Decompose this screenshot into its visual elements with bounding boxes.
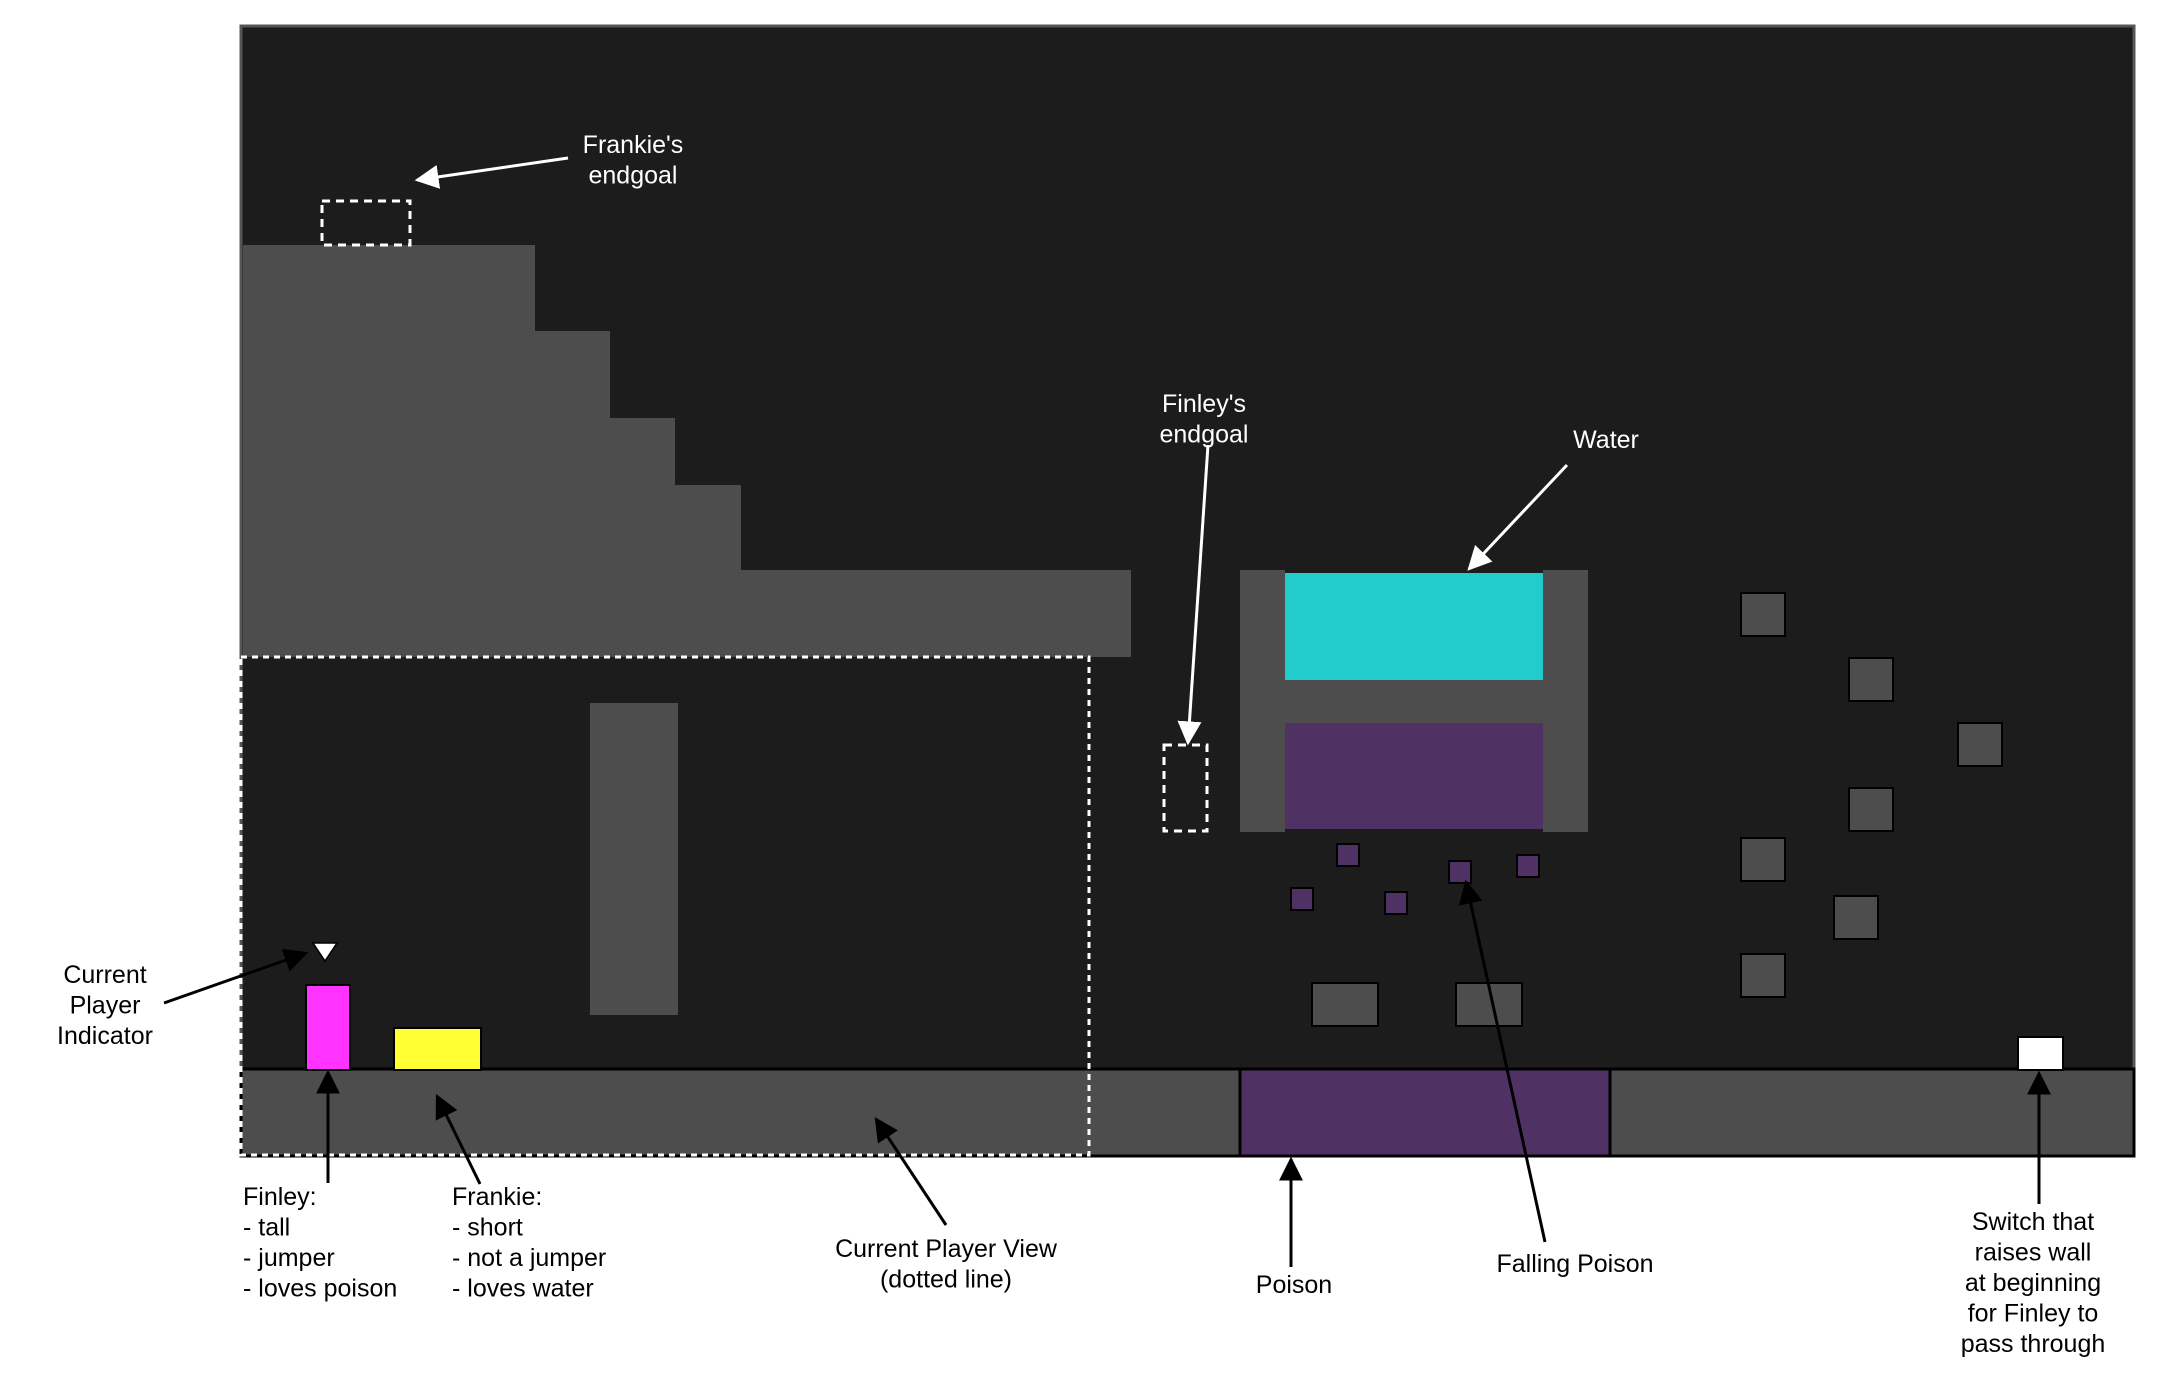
floating-block <box>1740 953 1786 998</box>
falling-poison-drops <box>1290 843 1540 915</box>
current-player-indicator-icon <box>311 942 339 963</box>
poison-drop <box>1448 860 1472 884</box>
annotation-arrows <box>163 156 2051 1267</box>
label-line: - tall <box>243 1214 290 1242</box>
poison-pit <box>1238 1067 1612 1158</box>
water-pool <box>1285 573 1543 680</box>
label-line: Water <box>1573 426 1639 454</box>
platform-block <box>1455 982 1523 1027</box>
finley-character <box>305 984 351 1071</box>
pillar-wall <box>590 703 678 1015</box>
label-line: Poison <box>1256 1271 1332 1299</box>
finley-label: Finley: - tall- jumper - loves poison <box>243 1183 397 1303</box>
label-line: Current <box>63 961 146 989</box>
ground-right <box>1608 1067 2136 1158</box>
poison-drop <box>1384 891 1408 915</box>
poison-label: Poison <box>1256 1271 1332 1299</box>
stair-step-2 <box>535 331 610 657</box>
poison-drop <box>1336 843 1360 867</box>
current-player-view-label: Current Player View (dotted line) <box>835 1235 1058 1294</box>
floating-blocks <box>1740 592 2003 998</box>
frankie-arrow <box>435 1093 482 1185</box>
label-line: endgoal <box>1160 421 1249 449</box>
label-line: Indicator <box>57 1022 153 1050</box>
finley-endgoal-arrow <box>1177 444 1210 746</box>
poison-drop <box>1516 854 1540 878</box>
floating-block <box>1740 592 1786 637</box>
water-arrow <box>1467 463 1569 571</box>
label-line: - jumper <box>243 1244 335 1272</box>
poison-tank <box>1285 723 1543 829</box>
label-line: Switch that <box>1972 1208 2094 1236</box>
frankie-endgoal-arrow <box>414 156 569 189</box>
stair-step-3 <box>610 418 675 657</box>
current-player-view-frame <box>239 655 1091 1157</box>
finley-endgoal-label: Finley's endgoal <box>1160 390 1249 449</box>
frankie-endgoal-marker <box>320 199 412 247</box>
label-line: endgoal <box>589 162 678 190</box>
falling-poison-arrow <box>1458 879 1547 1243</box>
label-line: Finley's <box>1162 390 1246 418</box>
platform-block <box>1311 982 1379 1027</box>
indicator-arrow <box>163 948 309 1005</box>
label-line: for Finley to <box>1968 1300 2099 1328</box>
falling-poison-label: Falling Poison <box>1496 1250 1653 1278</box>
floating-block <box>1848 657 1894 702</box>
label-line: - not a jumper <box>452 1244 606 1272</box>
label-line: - loves poison <box>243 1275 397 1303</box>
player-view-arrow <box>874 1116 948 1226</box>
floating-block <box>1740 837 1786 882</box>
label-line: Frankie: <box>452 1183 542 1211</box>
stair-step-4 <box>675 485 741 657</box>
label-line: - short <box>452 1214 523 1242</box>
container-divider <box>1285 680 1543 723</box>
wall-switch <box>2017 1036 2064 1071</box>
container-left-wall <box>1240 570 1285 832</box>
label-line: Frankie's <box>583 131 684 159</box>
water-label: Water <box>1573 426 1639 454</box>
floating-block <box>1848 787 1894 832</box>
upper-ledge <box>741 570 1131 657</box>
poison-drop <box>1290 887 1314 911</box>
stair-step-1 <box>243 245 535 657</box>
floating-block <box>1957 722 2003 767</box>
label-line: at beginning <box>1965 1269 2101 1297</box>
frankie-character <box>393 1027 482 1071</box>
label-line: pass through <box>1961 1330 2106 1358</box>
label-line: - loves water <box>452 1275 594 1303</box>
label-line: Current Player View <box>835 1235 1058 1263</box>
frankie-label: Frankie: - short- not a jumper - loves wat… <box>452 1183 606 1303</box>
container-right-wall <box>1543 570 1588 832</box>
label-line: (dotted line) <box>880 1266 1012 1294</box>
label-line: Player <box>70 992 141 1020</box>
label-line: raises wall <box>1975 1239 2092 1267</box>
label-line: Finley: <box>243 1183 317 1211</box>
label-line: Falling Poison <box>1496 1250 1653 1278</box>
floating-block <box>1833 895 1879 940</box>
frankie-endgoal-label: Frankie's endgoal <box>583 131 684 190</box>
